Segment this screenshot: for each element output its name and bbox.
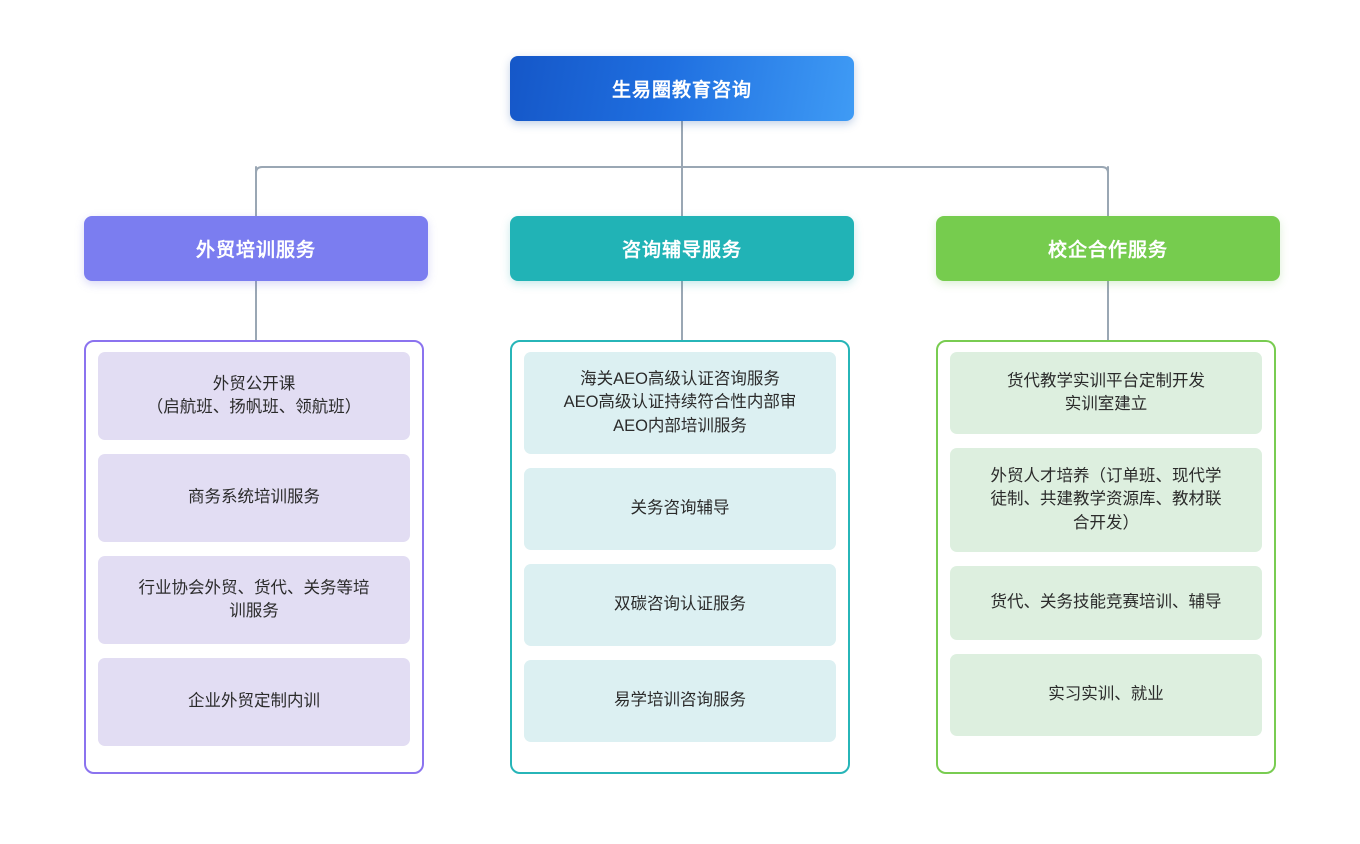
item-line: 实训室建立 — [1064, 395, 1148, 413]
item-card-text: 货代、关务技能竞赛培训、辅导 — [991, 591, 1222, 614]
branch-header-school-enterprise[interactable]: 校企合作服务 — [936, 216, 1280, 281]
root-node-label: 生易圈教育咨询 — [611, 80, 752, 101]
branch-header-label: 校企合作服务 — [1047, 240, 1168, 261]
item-line: AEO内部培训服务 — [613, 416, 747, 435]
branch-header-label: 外贸培训服务 — [195, 240, 316, 261]
item-line: 双碳咨询认证服务 — [614, 595, 746, 614]
item-card[interactable]: 实习实训、就业 — [950, 654, 1262, 736]
item-card-text: 易学培训咨询服务 — [614, 689, 746, 712]
item-line: 行业协会外贸、货代、关务等培 — [138, 578, 370, 597]
item-card[interactable]: 海关AEO高级认证咨询服务 AEO高级认证持续符合性内部审 AEO内部培训服务 — [524, 352, 836, 454]
item-card[interactable]: 货代、关务技能竞赛培训、辅导 — [950, 566, 1262, 640]
item-card-text: 商务系统培训服务 — [188, 486, 320, 509]
root-node[interactable]: 生易圈教育咨询 — [510, 56, 854, 121]
item-line: 训服务 — [229, 602, 279, 620]
item-line: 外贸人才培养（订单班、现代学 — [990, 466, 1222, 485]
connector-bus — [255, 166, 1109, 176]
item-line: 商务系统培训服务 — [188, 488, 320, 507]
item-card-text: 行业协会外贸、货代、关务等培 训服务 — [139, 577, 370, 624]
item-line: 合开发） — [1073, 513, 1139, 532]
item-line: 易学培训咨询服务 — [614, 691, 746, 710]
item-card[interactable]: 关务咨询辅导 — [524, 468, 836, 550]
item-card[interactable]: 商务系统培训服务 — [98, 454, 410, 542]
item-card[interactable]: 外贸公开课 （启航班、扬帆班、领航班） — [98, 352, 410, 440]
item-line: 外贸公开课 — [212, 374, 296, 393]
branch-items-school-enterprise: 货代教学实训平台定制开发 实训室建立 外贸人才培养（订单班、现代学 徒制、共建教… — [936, 340, 1276, 774]
item-line: 实习实训、就业 — [1048, 685, 1164, 704]
item-card[interactable]: 行业协会外贸、货代、关务等培 训服务 — [98, 556, 410, 644]
item-card-text: 外贸公开课 （启航班、扬帆班、领航班） — [147, 373, 362, 420]
item-line: 徒制、共建教学资源库、教材联 — [990, 490, 1222, 509]
item-card-text: 双碳咨询认证服务 — [614, 593, 746, 616]
item-line: 货代、关务技能竞赛培训、辅导 — [990, 593, 1222, 612]
item-card-text: 货代教学实训平台定制开发 实训室建立 — [1007, 370, 1205, 417]
item-card[interactable]: 易学培训咨询服务 — [524, 660, 836, 742]
branch-header-training[interactable]: 外贸培训服务 — [84, 216, 428, 281]
item-card[interactable]: 货代教学实训平台定制开发 实训室建立 — [950, 352, 1262, 434]
item-card-text: 企业外贸定制内训 — [188, 690, 320, 713]
item-card[interactable]: 企业外贸定制内训 — [98, 658, 410, 746]
item-line: 企业外贸定制内训 — [188, 692, 320, 711]
branch-header-label: 咨询辅导服务 — [621, 240, 742, 261]
item-line: 关务咨询辅导 — [630, 499, 730, 518]
branch-header-consulting[interactable]: 咨询辅导服务 — [510, 216, 854, 281]
item-card[interactable]: 外贸人才培养（订单班、现代学 徒制、共建教学资源库、教材联 合开发） — [950, 448, 1262, 552]
item-card-text: 实习实训、就业 — [1048, 683, 1164, 706]
item-line: （启航班、扬帆班、领航班） — [146, 398, 362, 416]
item-card-text: 关务咨询辅导 — [631, 497, 730, 520]
branch-items-consulting: 海关AEO高级认证咨询服务 AEO高级认证持续符合性内部审 AEO内部培训服务 … — [510, 340, 850, 774]
branch-items-training: 外贸公开课 （启航班、扬帆班、领航班） 商务系统培训服务 行业协会外贸、货代、关… — [84, 340, 424, 774]
item-line: 货代教学实训平台定制开发 — [1007, 371, 1205, 390]
item-card[interactable]: 双碳咨询认证服务 — [524, 564, 836, 646]
item-card-text: 海关AEO高级认证咨询服务 AEO高级认证持续符合性内部审 AEO内部培训服务 — [564, 368, 797, 438]
item-line: AEO高级认证持续符合性内部审 — [563, 393, 797, 412]
item-line: 海关AEO高级认证咨询服务 — [580, 369, 780, 388]
item-card-text: 外贸人才培养（订单班、现代学 徒制、共建教学资源库、教材联 合开发） — [991, 465, 1222, 535]
